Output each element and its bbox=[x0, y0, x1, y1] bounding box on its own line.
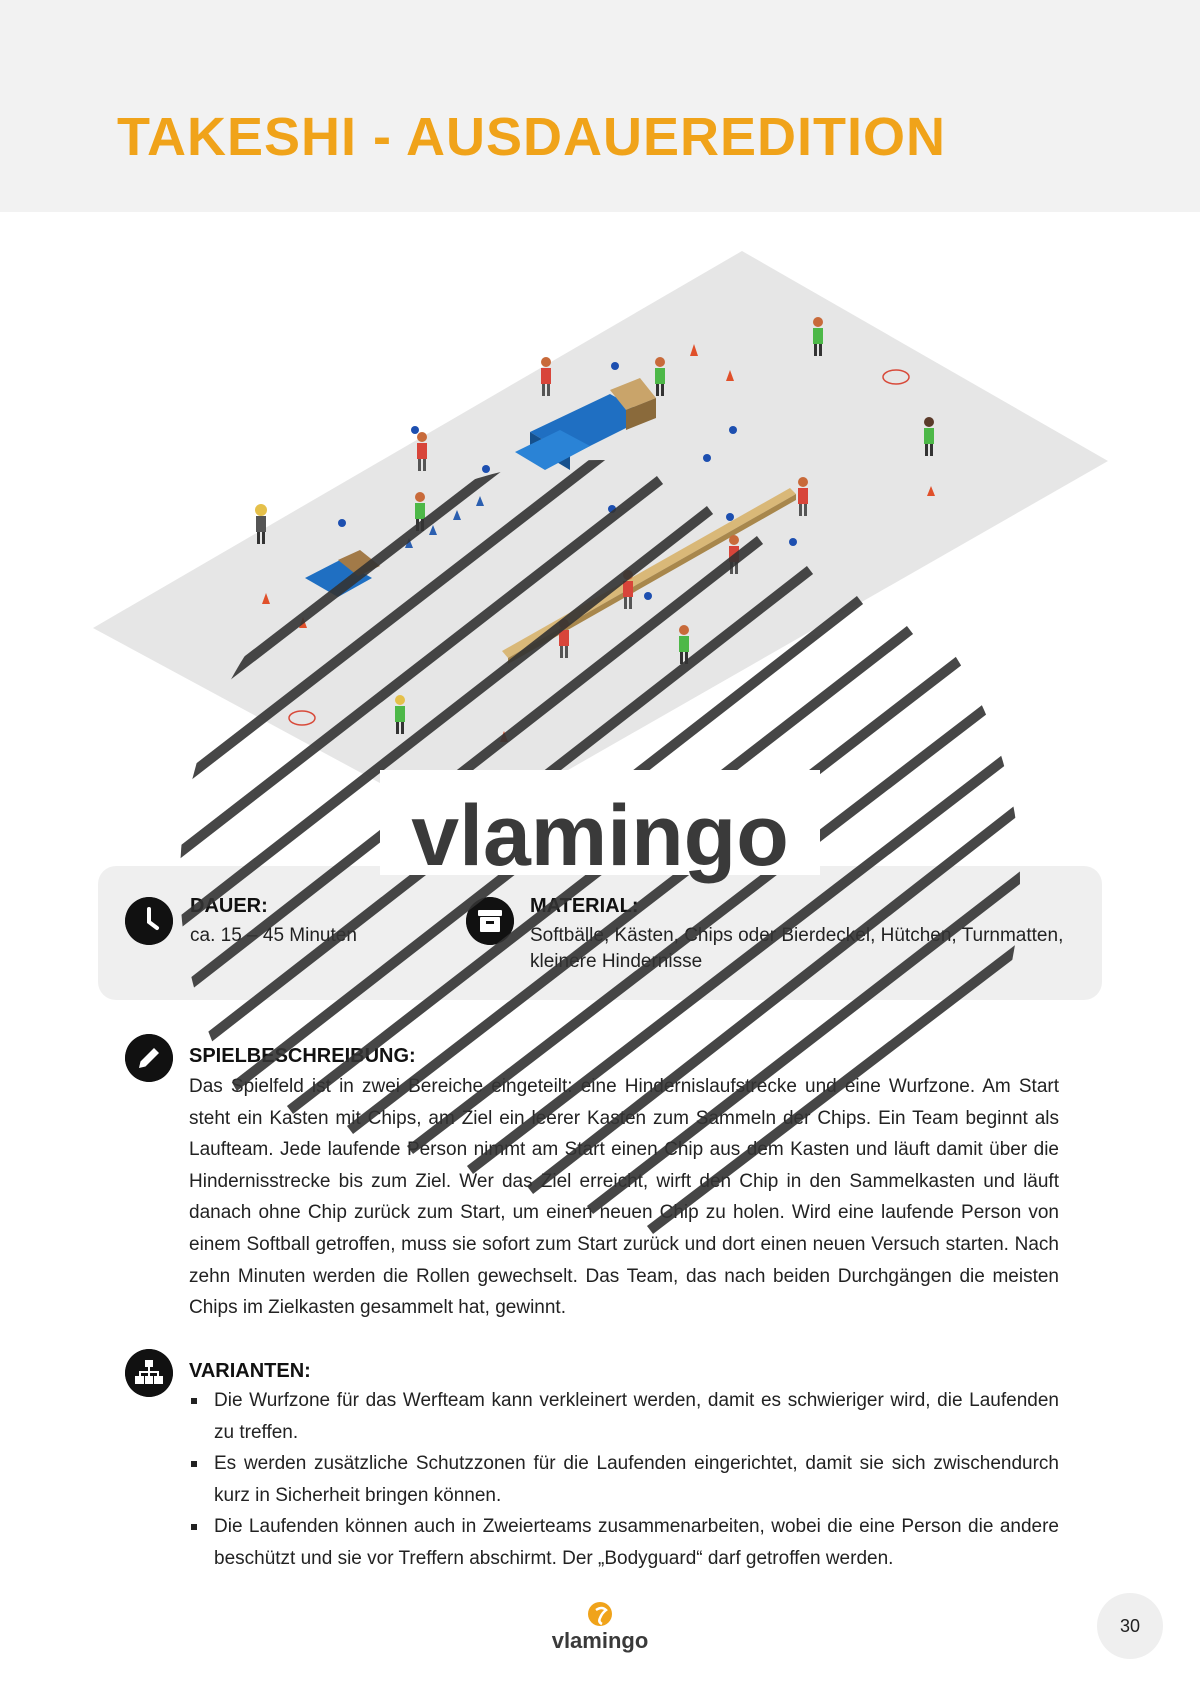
player bbox=[541, 357, 551, 396]
material-value-line2: kleinere Hindernisse bbox=[530, 951, 703, 972]
description-text: Das Spielfeld ist in zwei Bereiche einge… bbox=[189, 1076, 1059, 1319]
player bbox=[655, 357, 665, 396]
vaulting-box-top bbox=[610, 378, 656, 430]
player bbox=[813, 317, 823, 356]
material-label: MATERIAL: bbox=[530, 895, 639, 917]
duration-label: DAUER: bbox=[190, 895, 268, 917]
duration-value: ca. 15 – 45 Minuten bbox=[190, 925, 357, 946]
list-item: Es werden zusätzliche Schutzzonen für di… bbox=[189, 1448, 1059, 1511]
player bbox=[798, 477, 808, 516]
list-item: Die Wurfzone für das Werfteam kann verkl… bbox=[189, 1385, 1059, 1448]
variants-list: Die Wurfzone für das Werfteam kann verkl… bbox=[189, 1385, 1059, 1575]
footer-brand: vlamingo bbox=[552, 1628, 649, 1653]
page-number: 30 bbox=[1097, 1593, 1163, 1659]
variants-title: VARIANTEN: bbox=[189, 1360, 311, 1382]
gym-floor bbox=[93, 251, 1108, 829]
gym-field-illustration bbox=[93, 251, 1108, 829]
pencil-icon bbox=[125, 1034, 173, 1082]
flamingo-logo-icon bbox=[588, 1602, 612, 1626]
material-value-line1: Softbälle, Kästen, Chips oder Bierdeckel… bbox=[530, 925, 1064, 946]
footer-logo: vlamingo bbox=[552, 1602, 649, 1653]
page-title: TAKESHI - AUSDAUEREDITION bbox=[117, 107, 947, 167]
header-band: TAKESHI - AUSDAUEREDITION bbox=[0, 0, 1200, 212]
archive-box-icon bbox=[466, 897, 514, 945]
player bbox=[924, 417, 934, 456]
description-title: SPIELBESCHREIBUNG: bbox=[189, 1045, 416, 1067]
hierarchy-icon bbox=[125, 1349, 173, 1397]
clock-icon bbox=[125, 897, 173, 945]
list-item: Die Laufenden können auch in Zweierteams… bbox=[189, 1511, 1059, 1574]
